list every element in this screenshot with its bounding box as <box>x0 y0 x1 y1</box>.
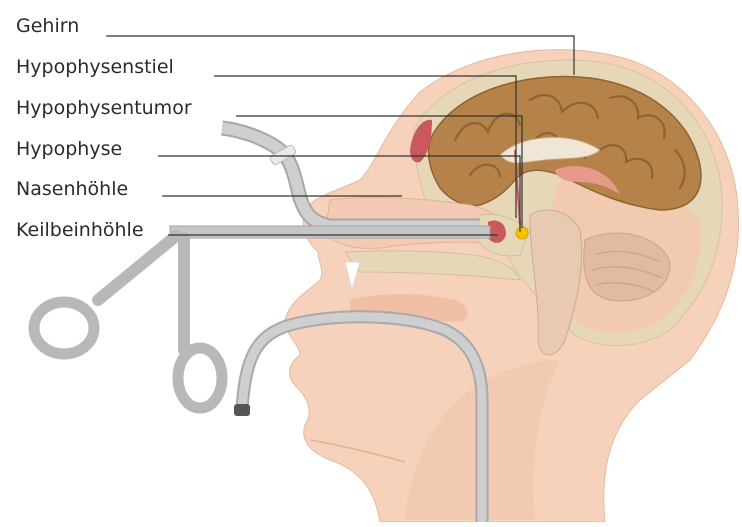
pituitary-tumor <box>516 227 528 239</box>
forceps-instrument <box>98 236 184 350</box>
forceps-ring-right <box>178 348 222 408</box>
label-gehirn: Gehirn <box>16 15 79 37</box>
label-hypophyse: Hypophyse <box>16 138 122 160</box>
tube-tip <box>234 404 250 416</box>
label-nasenhoehle: Nasenhöhle <box>16 178 128 200</box>
forceps-shaft <box>170 226 490 238</box>
label-hypophysenstiel: Hypophysenstiel <box>16 56 174 78</box>
forceps-ring-left <box>34 302 94 354</box>
label-keilbeinhoehle: Keilbeinhöhle <box>16 219 144 241</box>
label-hypophysentumor: Hypophysentumor <box>16 97 192 119</box>
